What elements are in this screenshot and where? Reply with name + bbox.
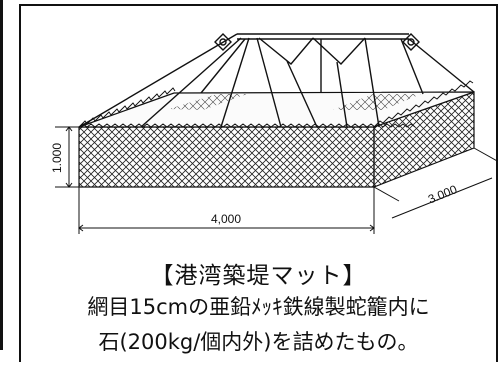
illustration-panel: 1.000 4,000 3.000 【港湾築堤マット】 網目15cmの亜鉛ﾒｯｷ… (19, 4, 498, 362)
lifting-frame (80, 33, 475, 128)
mat-front-top-edge (78, 123, 416, 128)
mat-top-mesh-right (333, 94, 421, 110)
shackle-left-icon (214, 33, 232, 51)
dimension-height-label: 1.000 (50, 143, 64, 173)
description-line-2: 石(200kg/個内外)を詰めたもの。 (98, 330, 419, 354)
mat-front-face (78, 126, 375, 188)
mat-top-mesh-left (169, 94, 247, 110)
adjacent-panel-edge (0, 0, 3, 350)
mat-back-left-edge (78, 87, 176, 128)
shackle-right-icon (402, 33, 420, 51)
gabion-mat-drawing: 1.000 4,000 3.000 (50, 33, 496, 234)
dimension-length-label: 4,000 (211, 212, 241, 226)
dimension-width-label: 3.000 (426, 182, 459, 206)
figure-title: 【港湾築堤マット】 (150, 263, 367, 289)
description-line-1: 網目15cmの亜鉛ﾒｯｷ鉄線製蛇籠内に (87, 295, 430, 319)
mat-back-right-edge (373, 80, 474, 128)
dimension-lines (55, 126, 496, 234)
